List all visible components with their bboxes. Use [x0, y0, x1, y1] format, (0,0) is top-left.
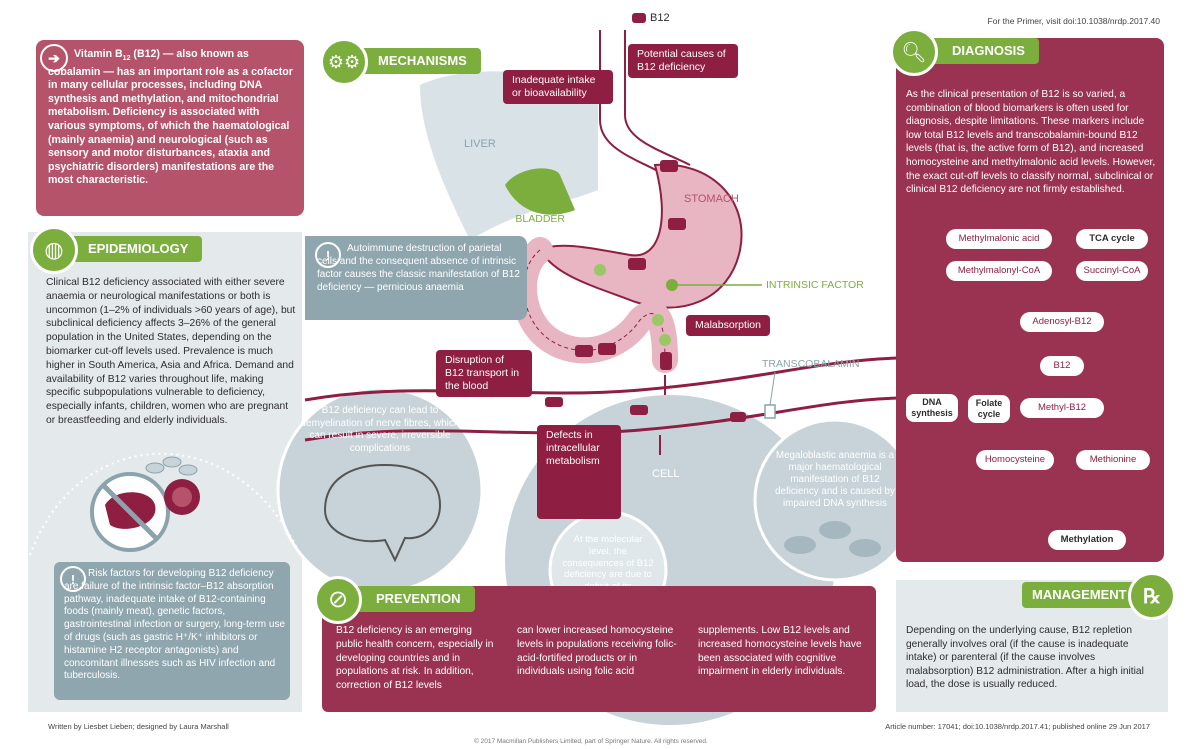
- folate-cycle-node: Folate cycle: [968, 395, 1010, 423]
- stomach-label: STOMACH: [684, 193, 739, 205]
- adenosyl-b12-node: Adenosyl-B12: [1020, 312, 1104, 332]
- b12-entry-tag: B12: [632, 12, 670, 24]
- b12-entry-label: B12: [650, 12, 670, 24]
- footer-article[interactable]: Article number: 17041; doi:10.1038/nrdp.…: [885, 722, 1150, 731]
- autoimmune-text: Autoimmune destruction of parietal cells…: [317, 243, 520, 293]
- prohibition-slash: [101, 483, 159, 541]
- prevention-col-1: B12 deficiency is an emerging public hea…: [336, 625, 494, 692]
- rx-icon: ℞: [1128, 572, 1176, 620]
- diagnosis-box: [896, 38, 1164, 562]
- blood-vessel-top: [304, 356, 901, 402]
- brain-icon: [323, 463, 442, 563]
- homocysteine-node: Homocysteine: [976, 450, 1054, 470]
- potential-causes-tag: Potential causes of B12 deficiency: [628, 44, 738, 78]
- intrinsic-factor-dot-4: [659, 334, 671, 346]
- intrinsic-factor-dot-2: [594, 264, 606, 276]
- transcobalamin-label: TRANSCOBALAMIN: [762, 358, 860, 370]
- blood-vessel-bottom: [304, 396, 901, 442]
- inadequate-intake-tag: Inadequate intake or bioavailability: [503, 70, 613, 104]
- methyl-b12-node: Methyl-B12: [1020, 398, 1104, 418]
- footer-copyright: © 2017 Macmillan Publishers Limited, par…: [474, 738, 708, 745]
- pill-icons: [145, 456, 198, 476]
- intrinsic-factor-dot-3: [652, 314, 664, 326]
- methylmalonic-acid-node: Methylmalonic acid: [946, 229, 1052, 249]
- disruption-tag: Disruption of B12 transport in the blood: [436, 350, 532, 397]
- arrow-right-icon: ➔: [40, 44, 68, 72]
- megaloblastic-text: Megaloblastic anaemia is a major haemato…: [775, 450, 895, 509]
- risk-factors-text: Risk factors for developing B12 deficien…: [64, 568, 286, 682]
- globe-icon: ◍: [30, 226, 78, 274]
- management-text: Depending on the underlying cause, B12 r…: [906, 625, 1144, 691]
- prevention-col-2: can lower increased homocysteine levels …: [517, 625, 677, 678]
- gallbladder-shape: [505, 168, 575, 215]
- intestine-outline: [523, 249, 666, 361]
- magnifier-icon: 🔍︎: [890, 28, 938, 76]
- virus-core: [172, 487, 192, 507]
- diagnosis-header: DIAGNOSIS: [922, 38, 1039, 64]
- exclamation-icon: !: [315, 242, 341, 268]
- cell-label: CELL: [652, 468, 680, 480]
- exclamation-icon: !: [60, 566, 86, 592]
- oesophagus-inner: [624, 30, 691, 166]
- tca-cycle-node: TCA cycle: [1076, 229, 1148, 249]
- defects-tag: Defects in intracellular metabolism: [537, 425, 621, 519]
- gallbladder-label: GALL BLADDER: [515, 200, 565, 225]
- intrinsic-factor-dot: [666, 279, 678, 291]
- succinyl-coa-node: Succinyl-CoA: [1076, 261, 1148, 281]
- demyelination-text: B12 deficiency can lead to demyelination…: [300, 405, 460, 454]
- gears-icon: ⚙⚙: [320, 38, 368, 86]
- red-blood-cells: [784, 521, 881, 557]
- malabsorption-tag: Malabsorption: [686, 315, 770, 336]
- doi-note[interactable]: For the Primer, visit doi:10.1038/nrdp.2…: [987, 16, 1160, 26]
- intrinsic-factor-label: INTRINSIC FACTOR: [766, 279, 864, 291]
- autoimmune-box: ! Autoimmune destruction of parietal cel…: [305, 236, 527, 320]
- risk-factors-box: ! Risk factors for developing B12 defici…: [54, 562, 290, 700]
- diagnosis-text: As the clinical presentation of B12 is s…: [906, 89, 1156, 196]
- epidemiology-header: EPIDEMIOLOGY: [58, 236, 203, 262]
- prevention-header: PREVENTION: [346, 586, 475, 612]
- prevention-col-3: supplements. Low B12 levels and increase…: [698, 625, 862, 678]
- intro-box: ➔ Vitamin B12 (B12) — also known as coba…: [36, 40, 304, 216]
- b12-capsule-icon: [632, 13, 646, 23]
- intro-text: Vitamin B12 (B12) — also known as cobala…: [48, 48, 293, 187]
- mechanisms-header: MECHANISMS: [348, 48, 481, 74]
- liver-label: LIVER: [464, 138, 496, 150]
- stomach-shape: [538, 163, 743, 309]
- dna-synthesis-node: DNA synthesis: [906, 394, 958, 422]
- transcobalamin-leader: [769, 371, 776, 406]
- methylation-node: Methylation: [1048, 530, 1126, 550]
- footer-credits: Written by Liesbet Lieben; designed by L…: [48, 722, 229, 731]
- prohibition-icon: ⊘: [314, 576, 362, 624]
- methylmalonyl-coa-node: Methylmalonyl-CoA: [946, 261, 1052, 281]
- transcobalamin-mark: [764, 404, 776, 419]
- methionine-node: Methionine: [1076, 450, 1150, 470]
- epidemiology-illustration-arc: [29, 452, 301, 556]
- b12-node: B12: [1040, 356, 1084, 376]
- epidemiology-text: Clinical B12 deficiency associated with …: [46, 277, 296, 426]
- b12-capsules: [545, 160, 746, 422]
